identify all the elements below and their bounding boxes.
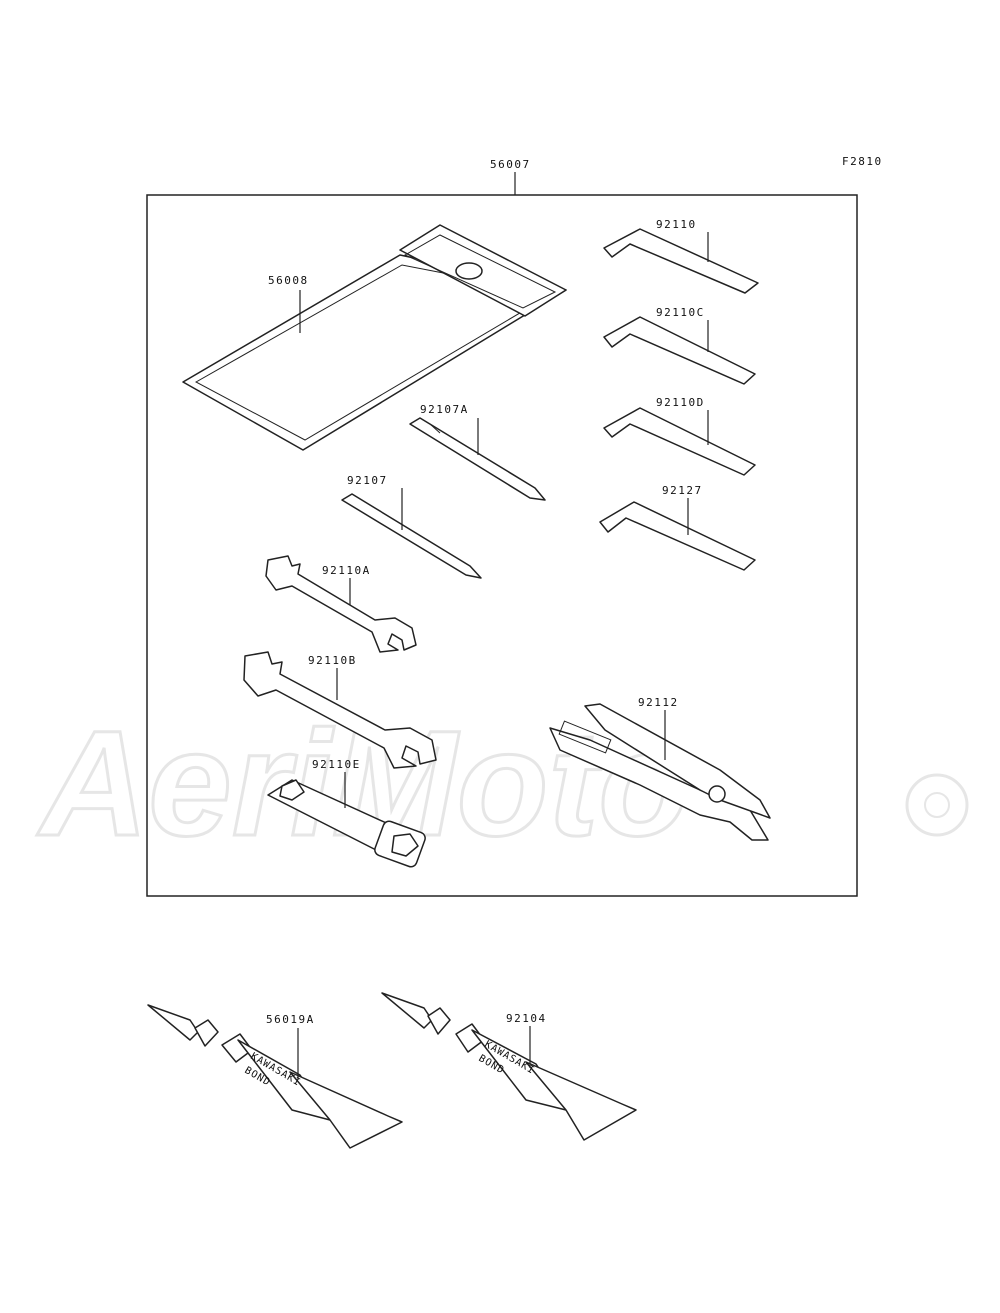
wrench-b[interactable]: [243, 651, 437, 769]
label-screwdriver-a[interactable]: 92107A: [420, 403, 469, 416]
pliers-pivot-icon: [708, 785, 726, 803]
label-bond-1[interactable]: 56019A: [266, 1013, 315, 1026]
label-hex-2[interactable]: 92110C: [656, 306, 705, 319]
label-hex-3[interactable]: 92110D: [656, 396, 705, 409]
nozzle-2: [381, 992, 433, 1029]
wrench-a[interactable]: [265, 555, 417, 653]
label-pliers[interactable]: 92112: [638, 696, 679, 709]
plug-wrench[interactable]: [267, 779, 427, 868]
hex-key-3[interactable]: [603, 407, 756, 476]
screwdriver-a[interactable]: [409, 417, 546, 501]
label-hex-1[interactable]: 92110: [656, 218, 697, 231]
bond-tube-1[interactable]: KAWASAKI BOND: [147, 1004, 403, 1149]
watermark: AeriMoto: [35, 698, 969, 869]
kit-frame: [146, 194, 858, 897]
label-screwdriver[interactable]: 92107: [347, 474, 388, 487]
label-kit[interactable]: 56007: [490, 158, 531, 171]
watermark-wheel-icon: [905, 773, 969, 837]
tool-bag[interactable]: [182, 224, 567, 451]
label-plug-wrench[interactable]: 92110E: [312, 758, 361, 771]
label-wrench-b[interactable]: 92110B: [308, 654, 357, 667]
nozzle-1: [147, 1004, 199, 1041]
label-wrench-a[interactable]: 92110A: [322, 564, 371, 577]
hex-key-4[interactable]: [599, 501, 756, 571]
screwdriver[interactable]: [341, 493, 482, 579]
snap-button-icon: [455, 262, 483, 280]
label-bond-2[interactable]: 92104: [506, 1012, 547, 1025]
pliers[interactable]: [549, 703, 771, 841]
hex-key-1[interactable]: [603, 228, 759, 294]
label-bag[interactable]: 56008: [268, 274, 309, 287]
hex-key-2[interactable]: [603, 316, 756, 385]
label-hex-4[interactable]: 92127: [662, 484, 703, 497]
figure-code: F2810: [842, 155, 883, 168]
